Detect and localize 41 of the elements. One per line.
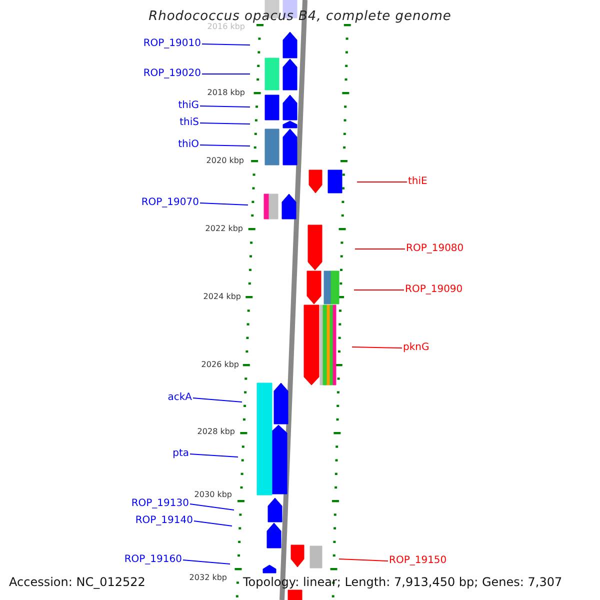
gene-label: ROP_19020 bbox=[143, 68, 201, 80]
position-tick-label: 2032 kbp bbox=[189, 573, 227, 583]
leader-line bbox=[352, 346, 402, 348]
diagram-title: Rhodococcus opacus B4, complete genome bbox=[148, 9, 452, 24]
leader-line bbox=[200, 144, 250, 146]
gene-label: ROP_19080 bbox=[406, 243, 464, 255]
gene-label: thiE bbox=[408, 176, 428, 188]
gene-label: ROP_19130 bbox=[131, 498, 189, 510]
position-tick-label: 2022 kbp bbox=[205, 224, 243, 234]
genome-info-text: Topology: linear; Length: 7,913,450 bp; Genes: 7,307 bbox=[243, 575, 562, 589]
leader-line bbox=[202, 44, 250, 46]
leader-line bbox=[338, 558, 388, 562]
genome-info-text: Accession: NC_012522 bbox=[9, 575, 146, 589]
gene-label: ROP_19140 bbox=[135, 515, 193, 527]
gene-label: ROP_19070 bbox=[141, 197, 199, 209]
position-tick-label: 2028 kbp bbox=[197, 427, 235, 437]
leader-line bbox=[192, 398, 242, 402]
gene-label: ROP_19150 bbox=[389, 555, 447, 567]
position-tick-label: 2024 kbp bbox=[203, 292, 241, 302]
position-tick-label: 2020 kbp bbox=[206, 156, 244, 166]
leader-line bbox=[200, 202, 248, 206]
leader-line bbox=[190, 454, 238, 458]
gene-label: ROP_19010 bbox=[143, 38, 201, 50]
leader-line bbox=[182, 560, 230, 564]
gene-label: ROP_19090 bbox=[405, 284, 463, 296]
gene-label: ackA bbox=[168, 392, 192, 404]
leader-line bbox=[190, 504, 234, 510]
leader-line bbox=[194, 520, 232, 526]
position-tick-label: 2018 kbp bbox=[207, 88, 245, 98]
position-tick-label: 2026 kbp bbox=[201, 360, 239, 370]
gene-label: pknG bbox=[403, 342, 430, 354]
leader-line bbox=[200, 122, 250, 124]
position-tick-label: 2030 kbp bbox=[194, 490, 232, 500]
gene-label: thiS bbox=[180, 117, 199, 129]
leader-line bbox=[200, 106, 250, 108]
leader-line bbox=[354, 248, 406, 250]
gene-label: ROP_19160 bbox=[124, 554, 182, 566]
gene-label: pta bbox=[172, 448, 189, 460]
gene-label: thiO bbox=[178, 139, 199, 151]
position-tick-label: 2016 kbp bbox=[207, 22, 245, 32]
gene-label: thiG bbox=[178, 100, 199, 112]
